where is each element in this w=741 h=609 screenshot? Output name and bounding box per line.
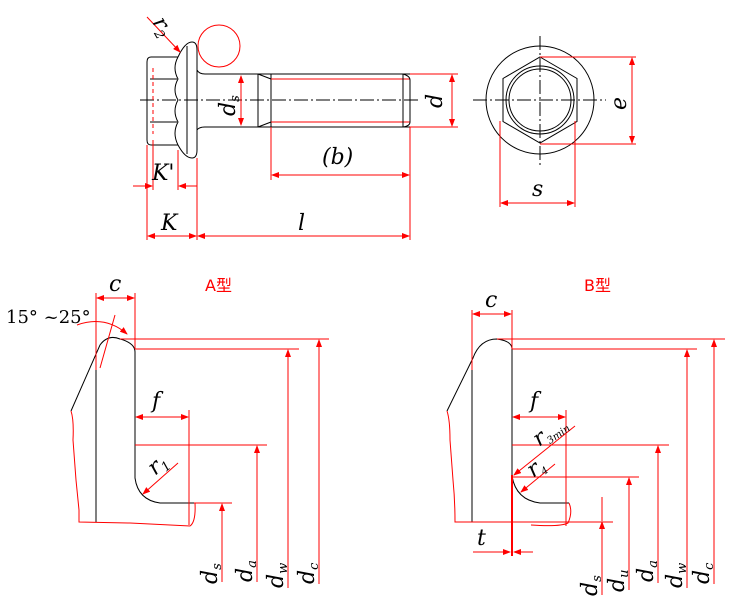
type-a-c-label: c [109, 272, 121, 297]
type-b-ds-main: d [578, 582, 603, 596]
type-a-detail: A型 c 15° ~25° f r1 ds da dw dc [6, 272, 329, 588]
ds-label-group: ds [216, 95, 243, 116]
r2-detail-circle [197, 24, 241, 68]
type-b-du-label: du [605, 570, 632, 592]
type-b-f-label: f [528, 389, 542, 414]
type-b-da-sub: a [646, 560, 661, 568]
type-a-title: A型 [205, 276, 232, 295]
type-b-title: B型 [584, 276, 611, 295]
type-b-dc-label: dc [690, 562, 717, 584]
type-a-da-sub: a [245, 560, 260, 568]
type-a-da-label: da [233, 560, 260, 582]
type-b-da-main: d [634, 568, 659, 582]
type-b-ds-label: ds [578, 575, 605, 596]
b-label: (b) [322, 145, 353, 170]
k-label: K [160, 211, 179, 236]
type-b-ds-sub: s [590, 575, 605, 582]
type-a-dw-sub: w [276, 563, 291, 574]
ds-label: d [216, 102, 241, 116]
type-a-dc-main: d [295, 570, 320, 584]
type-b-dc-sub: c [702, 562, 717, 570]
type-a-dc-sub: c [307, 562, 322, 570]
type-b-da-label: da [634, 560, 661, 582]
r2-label-group: r2 [145, 13, 178, 43]
type-a-angle-label: 15° ~25° [6, 307, 91, 328]
bolt-side-view: r2 ds d (b) K' K l [133, 13, 458, 240]
l-label: l [298, 211, 305, 236]
type-b-du-sub: u [617, 570, 632, 578]
type-a-dc-label: dc [295, 562, 322, 584]
type-b-dw-sub: w [675, 563, 690, 574]
k-prime-label: K' [151, 161, 174, 186]
d-label: d [423, 94, 448, 108]
type-b-dw-label: dw [663, 563, 690, 588]
ds-sub: s [228, 95, 243, 102]
type-a-ds-main: d [198, 570, 223, 584]
type-b-dc-main: d [690, 570, 715, 584]
s-label: s [532, 177, 543, 202]
type-b-r3-sub: 3min [545, 423, 572, 447]
type-a-ds-label: ds [198, 563, 225, 584]
type-b-dw-main: d [663, 574, 688, 588]
e-label: e [607, 97, 632, 110]
type-a-dw-label: dw [264, 563, 291, 588]
bolt-end-view: e s [473, 36, 636, 207]
type-a-f-label: f [150, 389, 164, 414]
type-a-r1-label-group: r1 [143, 449, 175, 482]
type-b-c-label: c [485, 288, 497, 313]
type-b-detail: B型 c f r3min r4 t ds du da dw [446, 276, 725, 596]
type-b-du-main: d [605, 578, 630, 592]
type-b-t-label: t [477, 526, 486, 551]
type-a-da-main: d [233, 568, 258, 582]
type-a-dw-main: d [264, 574, 289, 588]
type-a-ds-sub: s [210, 563, 225, 570]
